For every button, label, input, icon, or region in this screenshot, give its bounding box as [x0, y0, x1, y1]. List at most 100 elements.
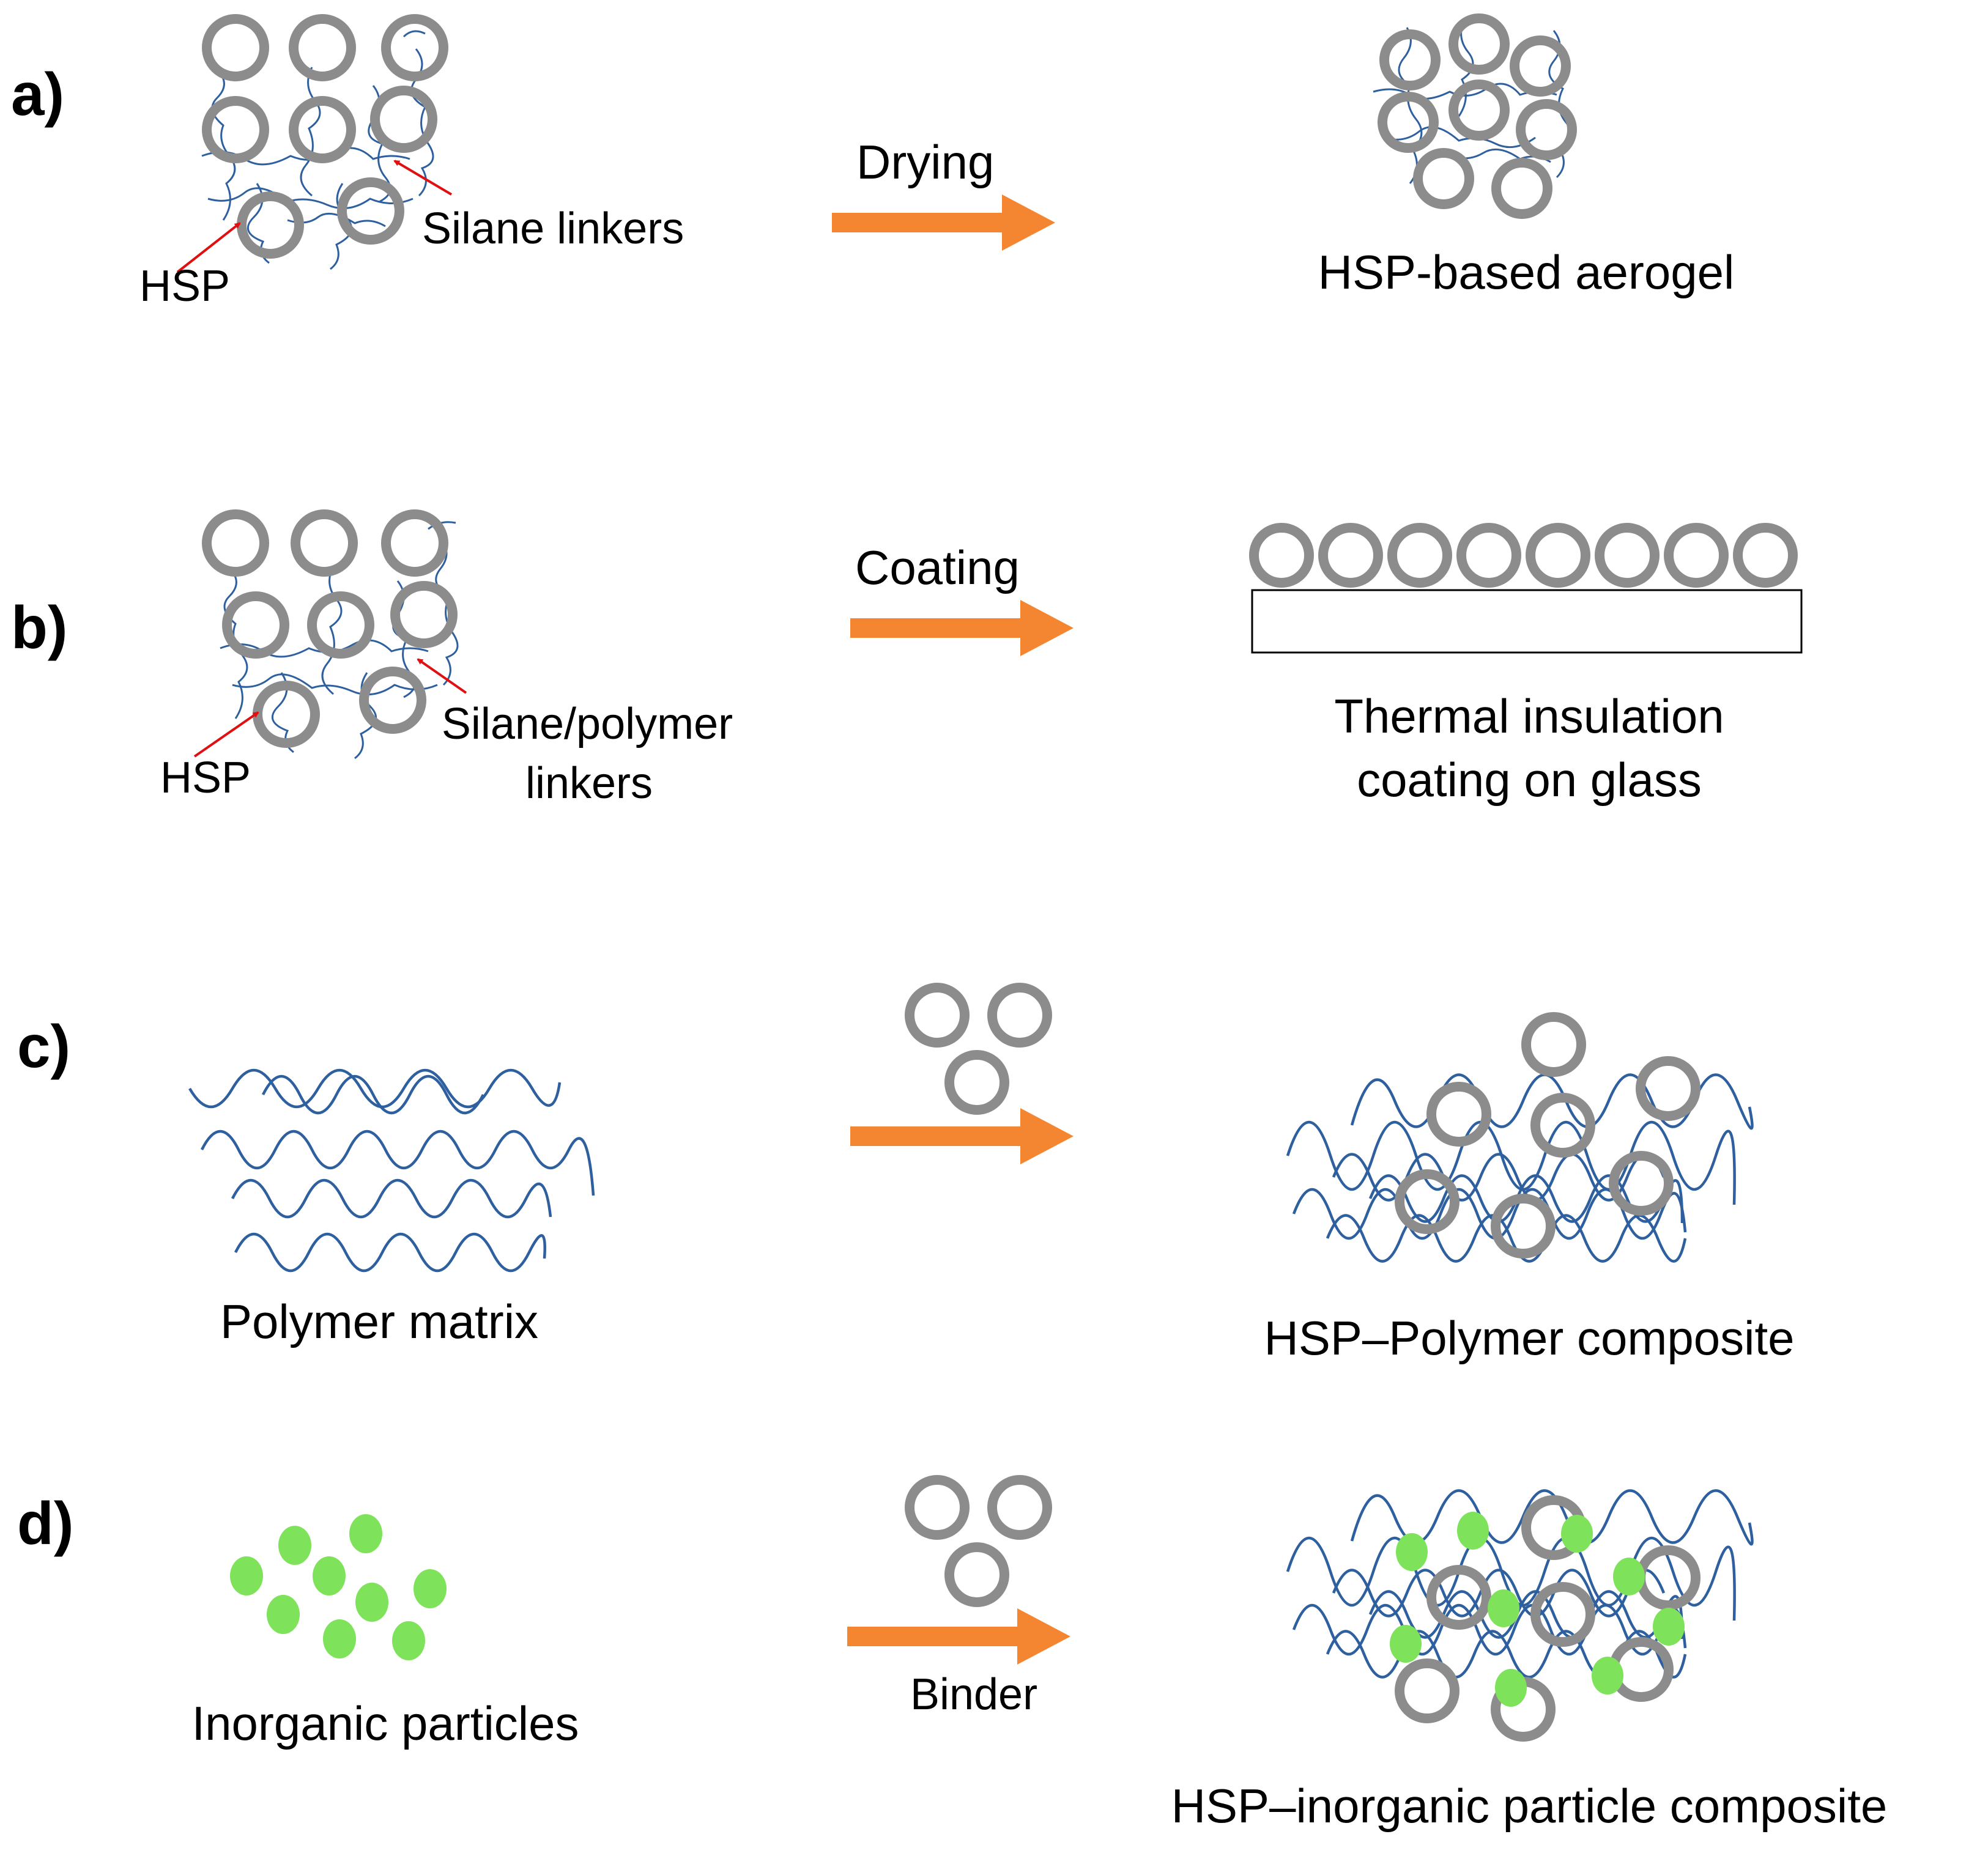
hsp-particle: [944, 1542, 1009, 1607]
hsp-particle: [1249, 523, 1314, 588]
hsp-particle: [1448, 79, 1510, 141]
linker-chain: [232, 673, 438, 696]
hsp-particle: [337, 177, 404, 245]
hsp-coating-layer: [1249, 523, 1798, 588]
linker-chain: [435, 538, 459, 686]
inorganic-particle: [1488, 1589, 1519, 1627]
panel-c: c) Polymer matrix: [17, 983, 1795, 1365]
inorganic-particle: [278, 1526, 311, 1565]
hsp-particle: [1595, 523, 1660, 588]
hsp-label: HSP: [139, 262, 230, 311]
polymer-chain: [1286, 1120, 1736, 1205]
linker-chain: [1398, 27, 1423, 184]
hsp-particle: [1456, 523, 1521, 588]
hsp-particle: [289, 14, 356, 81]
polymer-matrix-label: Polymer matrix: [220, 1295, 538, 1348]
coating-label: Coating: [855, 541, 1020, 594]
glass-substrate: [1251, 589, 1803, 654]
hsp-label: HSP: [160, 753, 251, 802]
hsp-particle: [1318, 523, 1383, 588]
hsp-particle: [1395, 1169, 1459, 1234]
panel-d-label: d): [17, 1490, 74, 1557]
polymer-chain: [231, 1178, 552, 1219]
linker-chain: [402, 30, 426, 38]
panel-c-label: c): [17, 1013, 70, 1080]
inorganic-particle: [313, 1556, 346, 1595]
hsp-particle: [222, 591, 289, 659]
hsp-inorganic-composite: [1286, 1489, 1754, 1742]
hsp-pointer-arrow: [193, 711, 259, 758]
polymer-chain: [261, 1074, 485, 1115]
inorganic-particle: [1390, 1625, 1422, 1663]
aerogel-label: HSP-based aerogel: [1318, 245, 1735, 299]
hsp-particle: [202, 509, 269, 577]
panel-d: d) Inorganic particles Binder: [17, 1475, 1888, 1833]
inorganic-particle: [323, 1619, 356, 1658]
panel-b-label: b): [11, 594, 68, 661]
inorganic-particle: [1457, 1512, 1489, 1550]
polymer-chain: [200, 1129, 595, 1196]
hsp-particle: [944, 1050, 1009, 1115]
coating-product-label-line1: Thermal insulation: [1334, 689, 1724, 743]
hsp-particle: [1448, 13, 1510, 75]
coating-product-label-line2: coating on glass: [1357, 753, 1702, 807]
hsp-particle: [1530, 1582, 1595, 1647]
hsp-additive-group: [905, 1475, 1052, 1607]
hsp-particle: [1664, 523, 1729, 588]
polymer-chain: [1368, 1174, 1684, 1224]
hsp-particle: [905, 1475, 970, 1540]
hsp-particle: [359, 667, 426, 734]
hsp-particle: [1491, 1194, 1556, 1259]
linker-chain: [287, 212, 386, 227]
hsp-particle: [1510, 35, 1571, 97]
hsp-particle: [381, 509, 448, 577]
inorganic-particle: [1613, 1558, 1645, 1595]
inorganic-particle: [267, 1595, 300, 1634]
hsp-particle: [307, 591, 374, 659]
hsp-particle: [1733, 523, 1798, 588]
hsp-particle: [1491, 158, 1552, 219]
hsp-particle: [1426, 1082, 1491, 1147]
linker-chain: [300, 67, 321, 197]
panel-a: a) HSP Silane linkers Drying: [11, 13, 1735, 311]
polymer-chain: [1326, 1214, 1687, 1263]
linker-chain: [321, 565, 343, 695]
hsp-particle: [1530, 1093, 1595, 1158]
polymer-chain: [1332, 1569, 1666, 1617]
hsp-particle: [1609, 1151, 1674, 1216]
binder-arrow: [847, 1608, 1070, 1665]
linker-chain: [211, 73, 236, 221]
polymer-chain: [1368, 1590, 1684, 1640]
hsp-inorganic-composite-label: HSP–inorganic particle composite: [1171, 1779, 1888, 1833]
drying-label: Drying: [856, 135, 994, 189]
inorganic-particle: [392, 1621, 425, 1660]
polymer-matrix: [188, 1068, 595, 1273]
hsp-particle: [291, 509, 358, 577]
panel-b: b) HSP Silane/polymer linkers Co: [11, 509, 1803, 808]
inorganic-particle: [1495, 1669, 1527, 1707]
hsp-particle: [202, 14, 269, 81]
inorganic-particle: [1592, 1657, 1623, 1695]
hsp-particle: [289, 96, 356, 163]
linker-chain: [207, 187, 414, 210]
hsp-particle: [237, 191, 304, 259]
hsp-particle: [1395, 1658, 1459, 1723]
drying-arrow: [832, 194, 1055, 251]
panel-a-label: a): [11, 61, 64, 128]
linker-pointer-arrow: [393, 160, 453, 196]
hsp-polymer-composite-label: HSP–Polymer composite: [1264, 1311, 1795, 1365]
hsp-particle: [1379, 29, 1441, 91]
polymer-chain: [188, 1068, 562, 1109]
hsp-particle: [987, 983, 1052, 1048]
hsp-particle: [1426, 1565, 1491, 1630]
hsp-particle: [1636, 1056, 1701, 1121]
hsp-particle: [1516, 99, 1577, 160]
inorganic-particle: [1561, 1515, 1593, 1553]
inorganic-particle: [1396, 1533, 1428, 1571]
hsp-polymer-composite: [1286, 1012, 1754, 1263]
inorganic-particle: [355, 1583, 388, 1622]
hsp-particle: [987, 1475, 1052, 1540]
hsp-particle: [381, 14, 448, 81]
composite-arrow-c: [850, 1108, 1074, 1164]
